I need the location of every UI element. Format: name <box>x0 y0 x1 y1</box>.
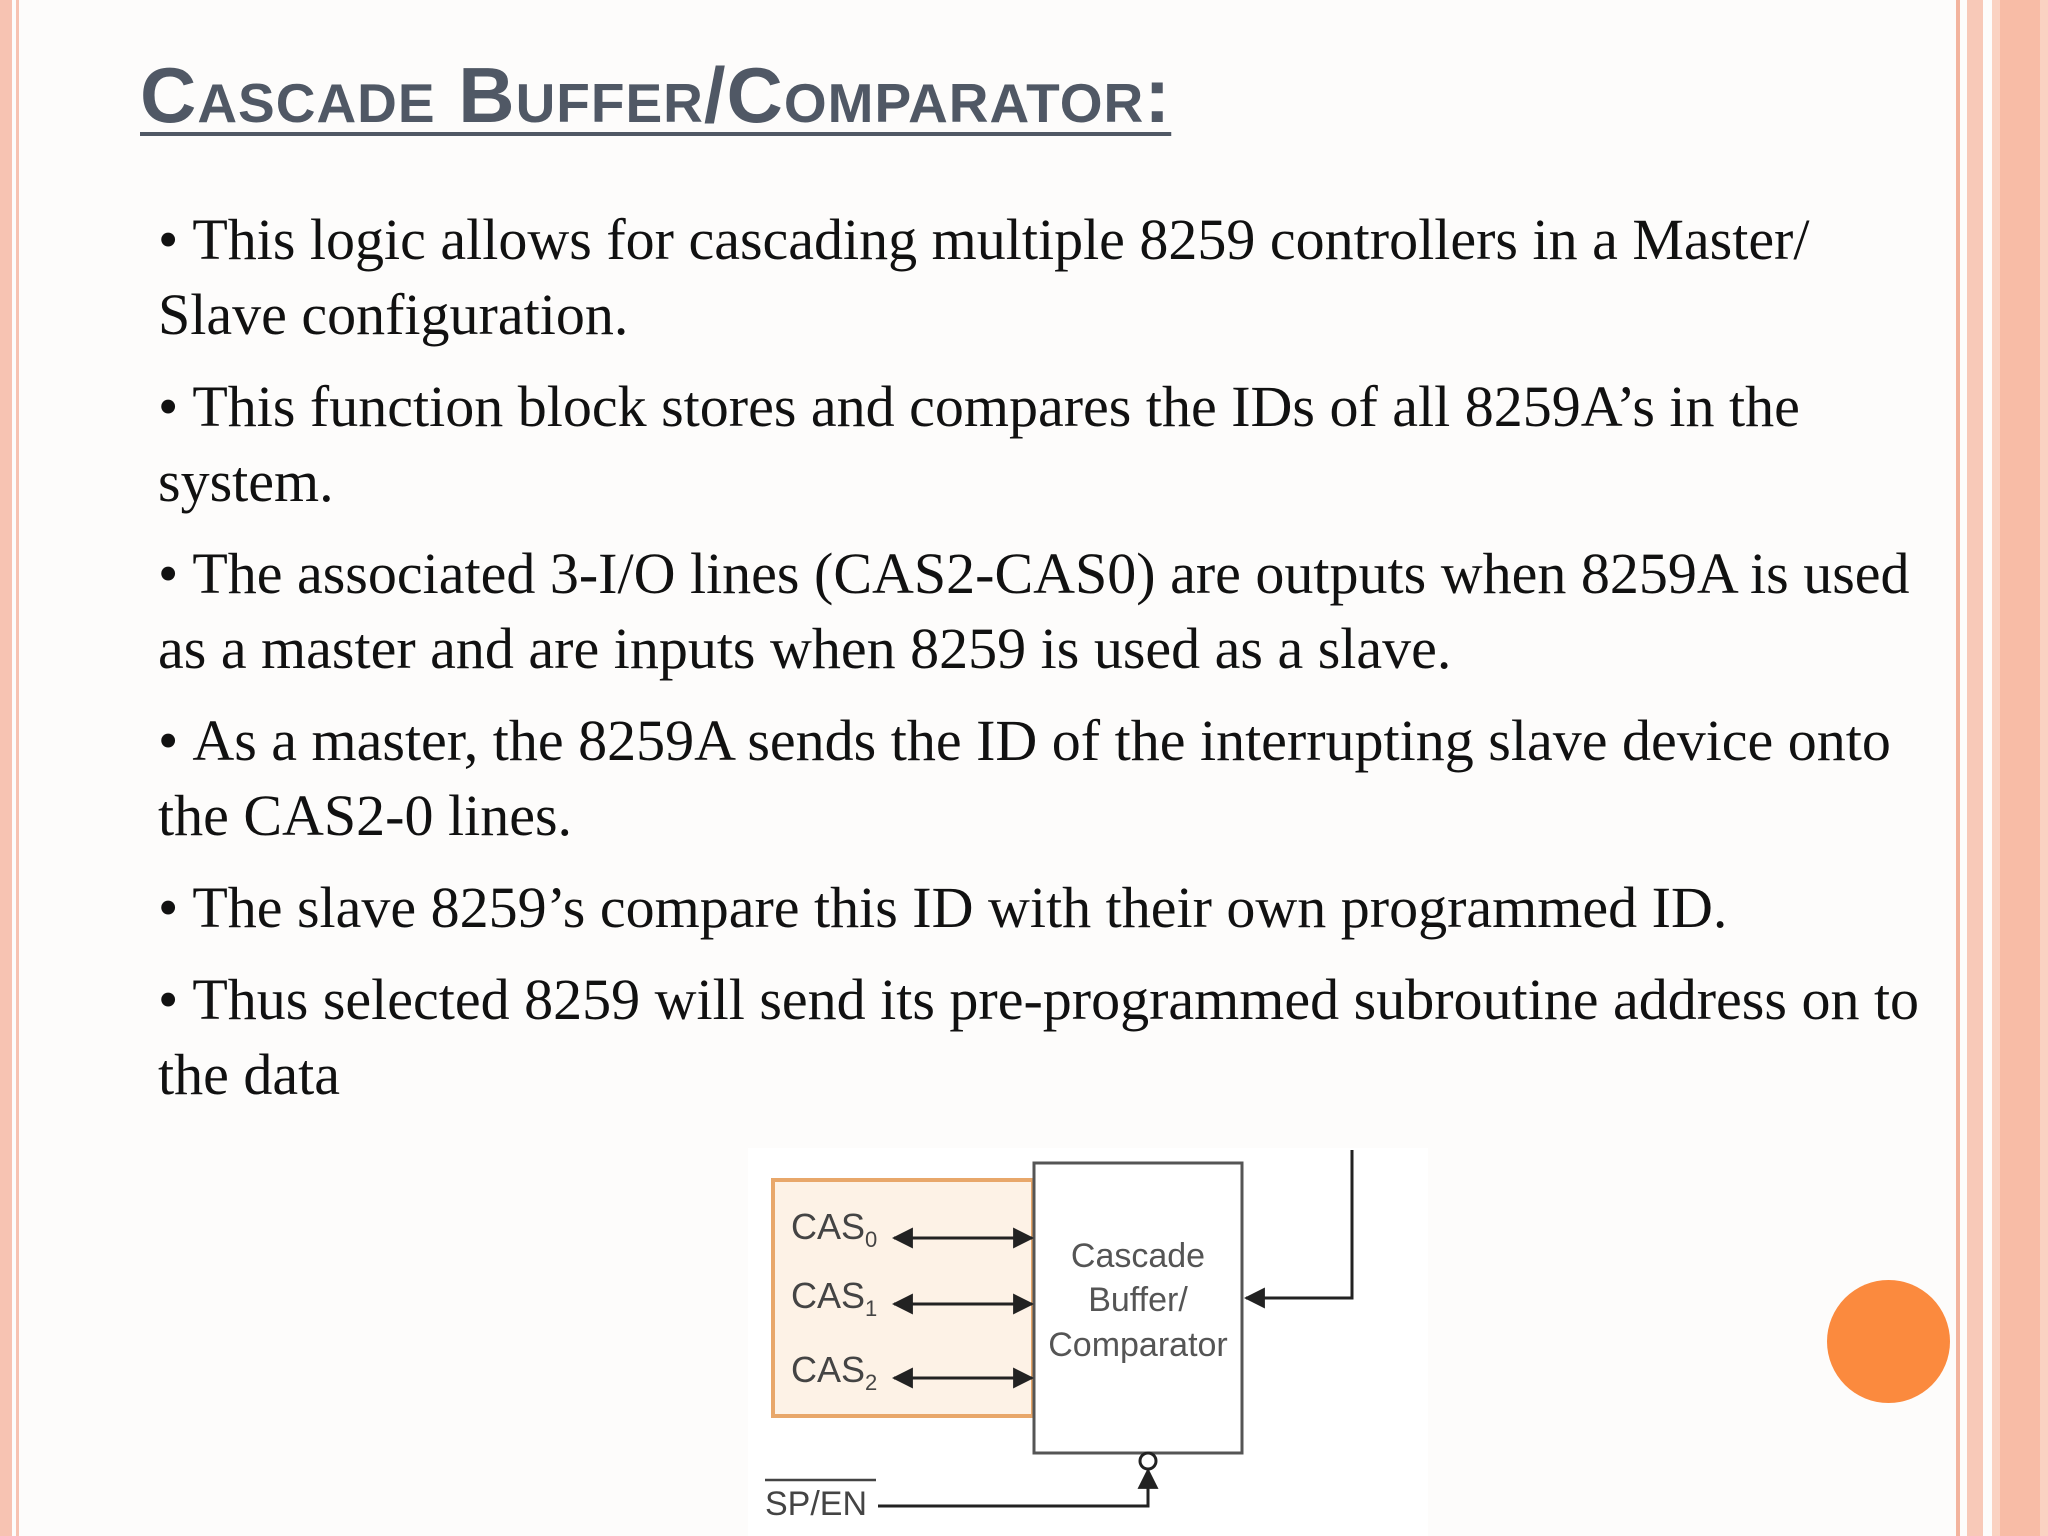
block-label-line: Comparator <box>1048 1326 1228 1364</box>
cas0-base: CAS <box>791 1206 865 1247</box>
cas1-label: CAS1 <box>791 1275 877 1321</box>
slide-title: Cascade Buffer/Comparator: <box>140 51 1172 139</box>
bullet-item: •This logic allows for cascading multipl… <box>158 202 1948 352</box>
cas0-label: CAS0 <box>791 1206 877 1252</box>
bullet-dot: • <box>158 541 179 606</box>
bullet-dot: • <box>158 708 179 773</box>
cascade-buffer-block <box>1032 1161 1244 1455</box>
cas0-subscript: 0 <box>865 1227 877 1252</box>
right-border-band <box>1967 0 1983 1536</box>
accent-dot <box>1827 1280 1950 1403</box>
bullet-item: •The slave 8259’s compare this ID with t… <box>158 870 1948 945</box>
bullet-text: This function block stores and compares … <box>158 374 1800 514</box>
sp-en-label: SP/EN <box>765 1485 867 1523</box>
cas2-label: CAS2 <box>791 1349 877 1395</box>
bullet-text: This logic allows for cascading multiple… <box>158 207 1810 347</box>
sp-en-arrow <box>878 1467 1159 1508</box>
cas1-subscript: 1 <box>865 1296 877 1321</box>
bullet-dot: • <box>158 374 179 439</box>
cas2-base: CAS <box>791 1349 865 1390</box>
right-border-band-outer <box>1992 0 2048 1536</box>
bullet-item: •Thus selected 8259 will send its pre-pr… <box>158 962 1948 1112</box>
bullet-dot: • <box>158 875 179 940</box>
bullet-dot: • <box>158 967 179 1032</box>
inversion-bubble <box>1138 1451 1158 1471</box>
bullet-item: •This function block stores and compares… <box>158 369 1948 519</box>
bullet-item: •As a master, the 8259A sends the ID of … <box>158 703 1948 853</box>
right-input-arrow <box>1243 1150 1354 1309</box>
block-label-line: Cascade <box>1071 1237 1205 1275</box>
left-border <box>0 0 12 1536</box>
bullet-item: •The associated 3-I/O lines (CAS2-CAS0) … <box>158 536 1948 686</box>
bullet-dot: • <box>158 207 179 272</box>
bullet-text: The associated 3-I/O lines (CAS2-CAS0) a… <box>158 541 1910 681</box>
cascade-diagram: Cascade Buffer/ Comparator CAS0 CAS1 CAS… <box>748 1148 1428 1536</box>
cas1-base: CAS <box>791 1275 865 1316</box>
cascade-diagram-svg: Cascade Buffer/ Comparator CAS0 CAS1 CAS… <box>765 1150 1354 1523</box>
block-label-line: Buffer/ <box>1088 1281 1188 1319</box>
cas2-subscript: 2 <box>865 1370 877 1395</box>
bullet-text: The slave 8259’s compare this ID with th… <box>192 875 1728 940</box>
right-border-line <box>1956 0 1960 1536</box>
bullet-text: Thus selected 8259 will send its pre-pro… <box>158 967 1920 1107</box>
left-border-line <box>16 0 19 1536</box>
bullet-text: As a master, the 8259A sends the ID of t… <box>158 708 1891 848</box>
bullet-list: •This logic allows for cascading multipl… <box>158 202 1948 1129</box>
